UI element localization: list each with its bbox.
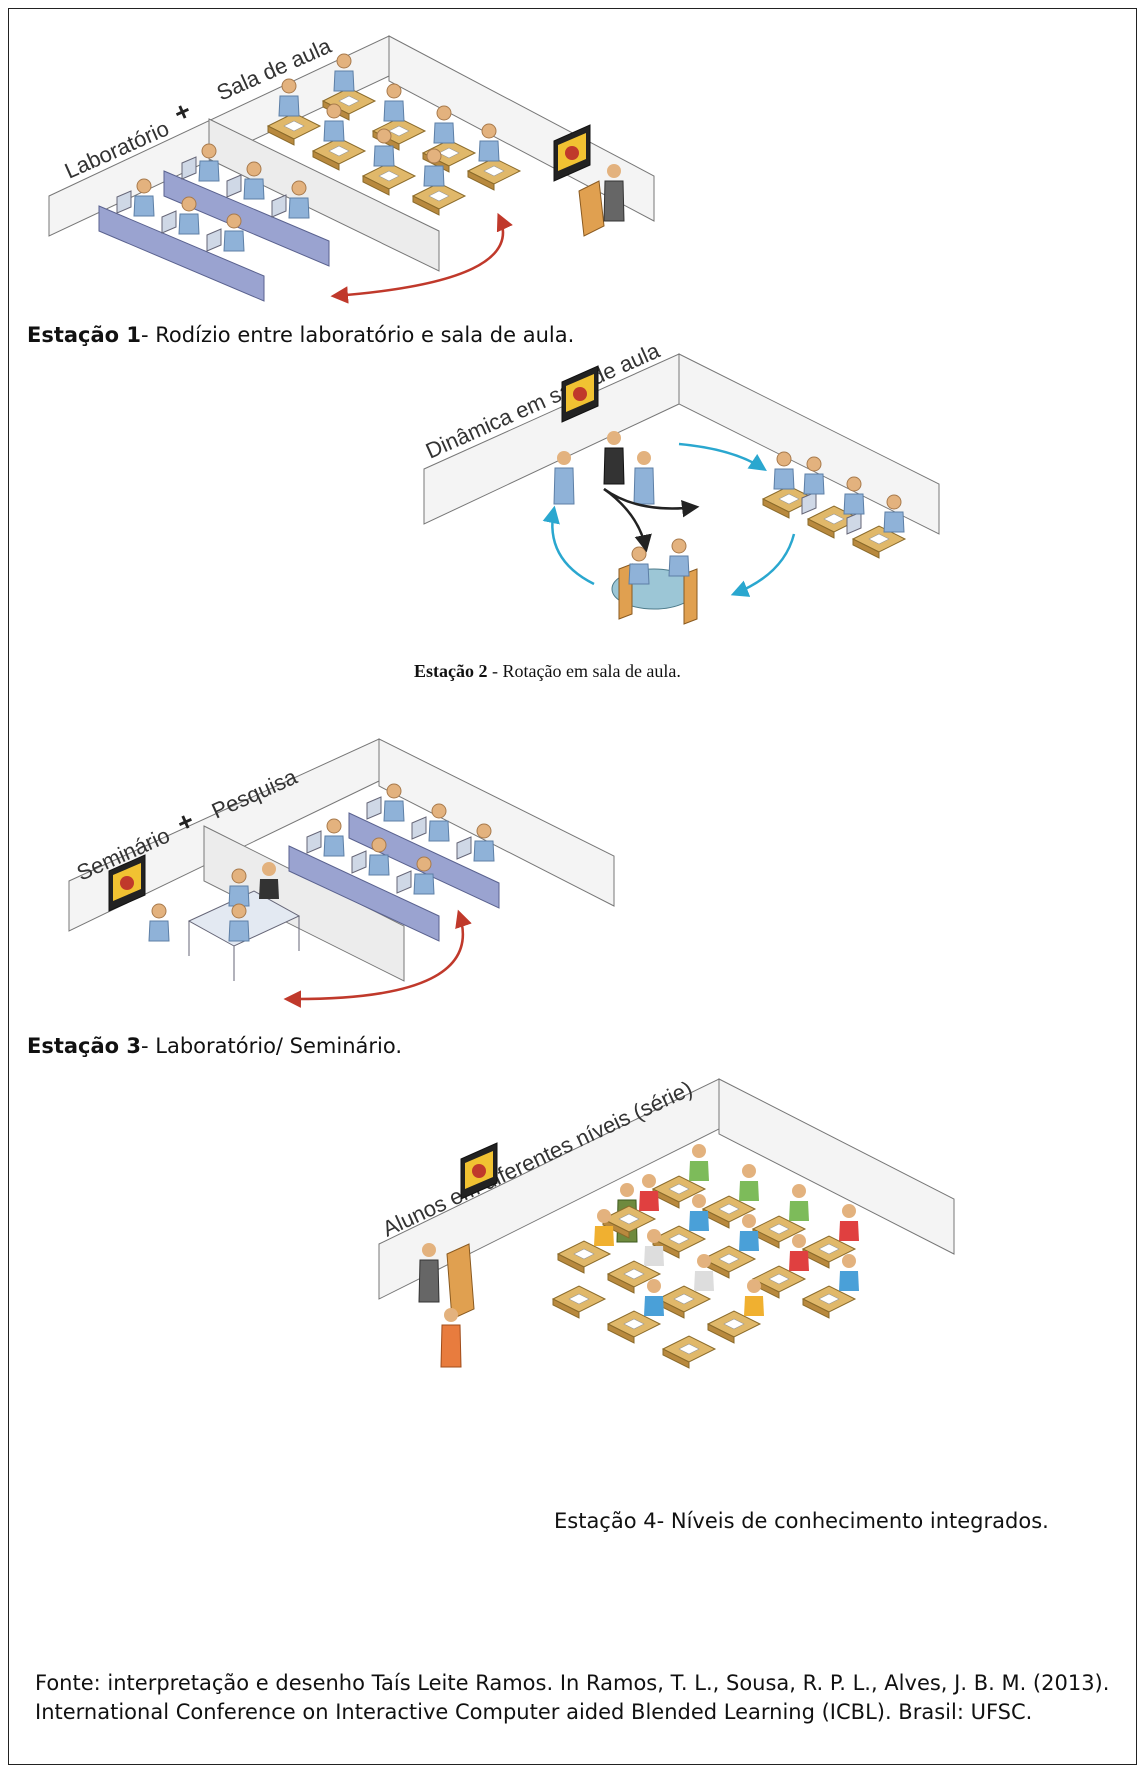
lab-benches xyxy=(98,143,330,302)
station3-illustration: Seminário + Pesquisa xyxy=(68,738,615,1008)
teacher-group xyxy=(553,365,655,505)
station2-illustration: Dinâmica em sala de aula xyxy=(422,344,940,625)
source-citation: Fonte: interpretação e desenho Taís Leit… xyxy=(35,1671,1110,1724)
blue-arrow-right xyxy=(730,533,796,597)
station1-rotation-arrow xyxy=(330,212,513,304)
round-table-group xyxy=(611,538,698,625)
station4-caption-text: Estação 4- Níveis de conhecimento integr… xyxy=(554,1509,1049,1533)
station4-illustration: Alunos em diferentes níveis (série) xyxy=(378,1076,955,1369)
student-desks xyxy=(552,1144,859,1369)
station1-caption-bold: Estação 1 xyxy=(27,323,142,347)
teacher-podium xyxy=(553,124,625,237)
station3-caption: Estação 3- Laboratório/ Seminário. xyxy=(27,1034,402,1058)
station2-caption-text: - Rotação em sala de aula. xyxy=(487,661,681,681)
station1-caption: Estação 1- Rodízio entre laboratório e s… xyxy=(27,323,574,347)
station1-label-plus: + xyxy=(169,95,195,129)
station1-caption-text: - Rodízio entre laboratório e sala de au… xyxy=(141,323,575,347)
blue-arrow-top xyxy=(678,442,767,471)
station4-caption: Estação 4- Níveis de conhecimento integr… xyxy=(554,1509,1049,1533)
station3-caption-bold: Estação 3 xyxy=(27,1034,142,1058)
station3-rotation-arrow xyxy=(283,909,472,1008)
black-arrow-down xyxy=(603,487,652,553)
station2-caption-bold: Estação 2 xyxy=(414,661,488,681)
station2-caption: Estação 2 - Rotação em sala de aula. xyxy=(414,661,681,682)
blue-arrow-left xyxy=(542,505,595,586)
figure-frame: Laboratório + Sala de aula E xyxy=(8,8,1137,1765)
station3-caption-text: - Laboratório/ Seminário. xyxy=(141,1034,403,1058)
station1-illustration: Laboratório + Sala de aula xyxy=(48,33,655,304)
